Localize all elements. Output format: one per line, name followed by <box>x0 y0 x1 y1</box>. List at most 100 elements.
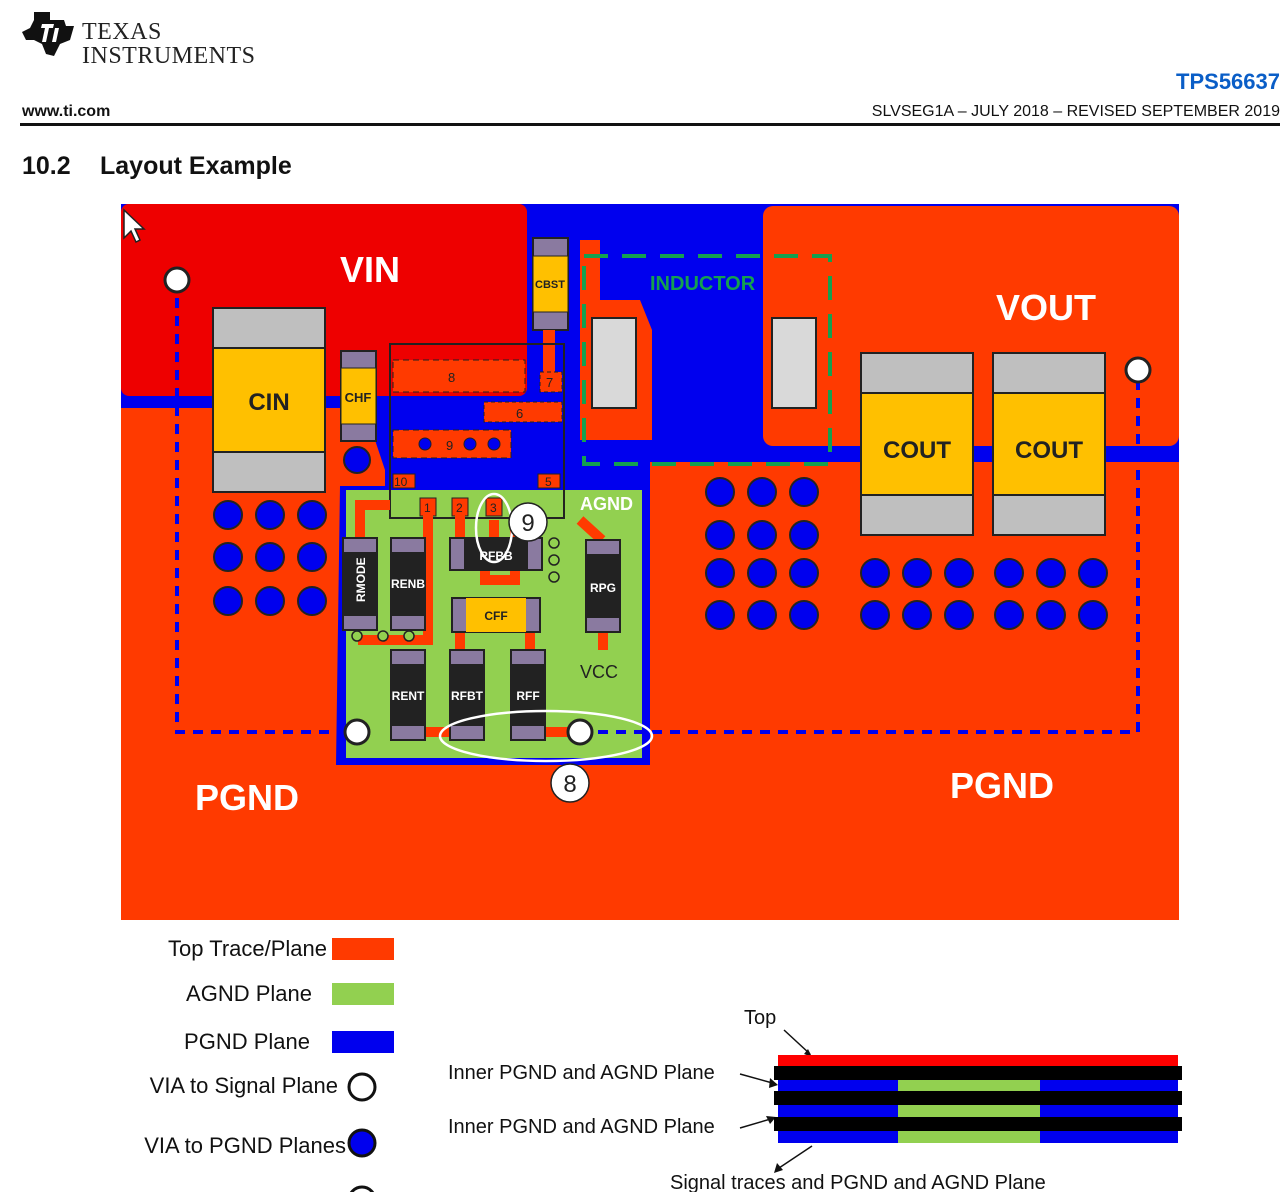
via-signal-left <box>343 718 371 746</box>
stackup-inner2-label: Inner PGND and AGND Plane <box>448 1116 715 1138</box>
pin-7-pad <box>539 371 563 393</box>
renb-label: RENB <box>391 577 425 591</box>
rent-resistor: RENT <box>390 649 426 741</box>
via-signal-vout <box>1124 356 1152 384</box>
rmode-resistor: RMODE <box>342 537 378 631</box>
part-number-link[interactable]: TPS56637 <box>1176 69 1280 94</box>
agnd-label: AGND <box>580 494 633 514</box>
legend-pgnd-label: PGND Plane <box>184 1029 310 1054</box>
rpg-label: RPG <box>590 581 616 595</box>
callout-8-badge <box>550 763 590 803</box>
rfbt-label: RFBT <box>451 689 484 703</box>
company-line1: TEXAS <box>82 19 162 45</box>
company-line2: INSTRUMENTS <box>82 43 256 69</box>
via-signal-vin <box>163 266 191 294</box>
pin-5-pad <box>537 473 561 489</box>
rfbb-resistor: RFBB <box>449 537 543 571</box>
chf-capacitor: CHF <box>340 350 377 442</box>
cbst-trace <box>543 330 555 378</box>
company-name: TEXAS INSTRUMENTS <box>82 20 256 68</box>
legend-partial-icon <box>349 1185 375 1192</box>
inductor-label: INDUCTOR <box>650 273 756 295</box>
pin-3-pad <box>485 497 503 517</box>
pin-5-label: 5 <box>545 475 552 489</box>
pin-6-label: 6 <box>516 406 523 421</box>
callout-9-badge <box>508 502 548 542</box>
vout-label: VOUT <box>996 287 1096 328</box>
rpg-resistor: RPG <box>585 539 621 633</box>
pin-10-label: 10 <box>394 475 408 489</box>
legend-via-signal-icon <box>347 1072 377 1102</box>
cbst-label: CBST <box>535 279 565 291</box>
pin-1-label: 1 <box>424 501 431 515</box>
cin-capacitor: CIN <box>212 307 326 493</box>
section-heading: 10.2 Layout Example <box>22 152 292 181</box>
legend-agnd-label: AGND Plane <box>186 981 312 1006</box>
pin-10-pad <box>392 473 416 489</box>
via-pgnd-ic-3 <box>487 437 501 451</box>
inductor-pad-right <box>771 317 817 409</box>
section-title: Layout Example <box>100 152 292 180</box>
rff-label: RFF <box>516 689 539 703</box>
header-rule <box>20 123 1280 126</box>
ti-logo-icon <box>22 12 74 56</box>
cout2-label: COUT <box>1015 437 1083 464</box>
legend-agnd-swatch <box>332 983 394 1005</box>
via-agnd-5 <box>548 554 560 566</box>
via-signal-right <box>566 718 594 746</box>
stackup-top-label: Top <box>744 1007 776 1029</box>
via-agnd-6 <box>548 571 560 583</box>
via-agnd-1 <box>351 630 363 642</box>
vin-label: VIN <box>340 249 400 290</box>
inductor-pad-left <box>591 317 637 409</box>
pin-8-label: 8 <box>448 370 455 385</box>
section-number: 10.2 <box>22 152 71 180</box>
pgnd-left-label: PGND <box>195 777 299 818</box>
cout-capacitor-2: COUT <box>992 352 1106 536</box>
cin-label: CIN <box>248 389 289 416</box>
cff-label: CFF <box>484 609 507 623</box>
layer-stackup-diagram <box>774 1055 1182 1143</box>
inductor-outline <box>582 254 832 466</box>
callout-8-number: 8 <box>563 771 576 798</box>
via-pgnd-ic-1 <box>418 437 432 451</box>
mouse-cursor-icon <box>123 208 146 244</box>
pgnd-right-label: PGND <box>950 765 1054 806</box>
rmode-label: RMODE <box>354 557 368 602</box>
callout-9-number: 9 <box>521 510 534 537</box>
legend-via-pgnd-icon <box>347 1128 377 1158</box>
pin-7-label: 7 <box>546 375 553 390</box>
cout1-label: COUT <box>883 437 951 464</box>
rff-resistor: RFF <box>510 649 546 741</box>
rent-label: RENT <box>392 689 425 703</box>
legend-top-trace-label: Top Trace/Plane <box>168 936 327 961</box>
pin-2-label: 2 <box>456 501 463 515</box>
legend-via-signal-label: VIA to Signal Plane <box>150 1073 338 1098</box>
cff-capacitor: CFF <box>451 597 541 633</box>
chf-label: CHF <box>345 390 372 405</box>
via-pgnd-group-middle <box>705 477 819 630</box>
pin-6-pad <box>483 401 563 423</box>
ic-package: 8 7 6 9 10 5 1 2 3 <box>389 343 565 519</box>
renb-resistor: RENB <box>390 537 426 631</box>
pin-3-label: 3 <box>490 501 497 515</box>
via-pgnd-ic-2 <box>463 437 477 451</box>
document-reference: SLVSEG1A – JULY 2018 – REVISED SEPTEMBER… <box>871 103 1280 120</box>
via-pgnd-group-right <box>860 558 1108 630</box>
pin-9-label: 9 <box>446 438 453 453</box>
stackup-bottom-label: Signal traces and PGND and AGND Plane <box>670 1172 1046 1192</box>
callout-8-ellipse <box>438 709 654 763</box>
legend-pgnd-swatch <box>332 1031 394 1053</box>
via-agnd-4 <box>548 537 560 549</box>
legend-top-trace-swatch <box>332 938 394 960</box>
cbst-capacitor: CBST <box>532 237 569 331</box>
via-pgnd-group-left <box>213 500 327 616</box>
website-link[interactable]: www.ti.com <box>22 103 111 120</box>
vcc-label: VCC <box>580 662 618 682</box>
via-agnd-2 <box>377 630 389 642</box>
stackup-inner1-label: Inner PGND and AGND Plane <box>448 1062 715 1084</box>
via-agnd-3 <box>403 630 415 642</box>
rfbt-resistor: RFBT <box>449 649 485 741</box>
cout-capacitor-1: COUT <box>860 352 974 536</box>
